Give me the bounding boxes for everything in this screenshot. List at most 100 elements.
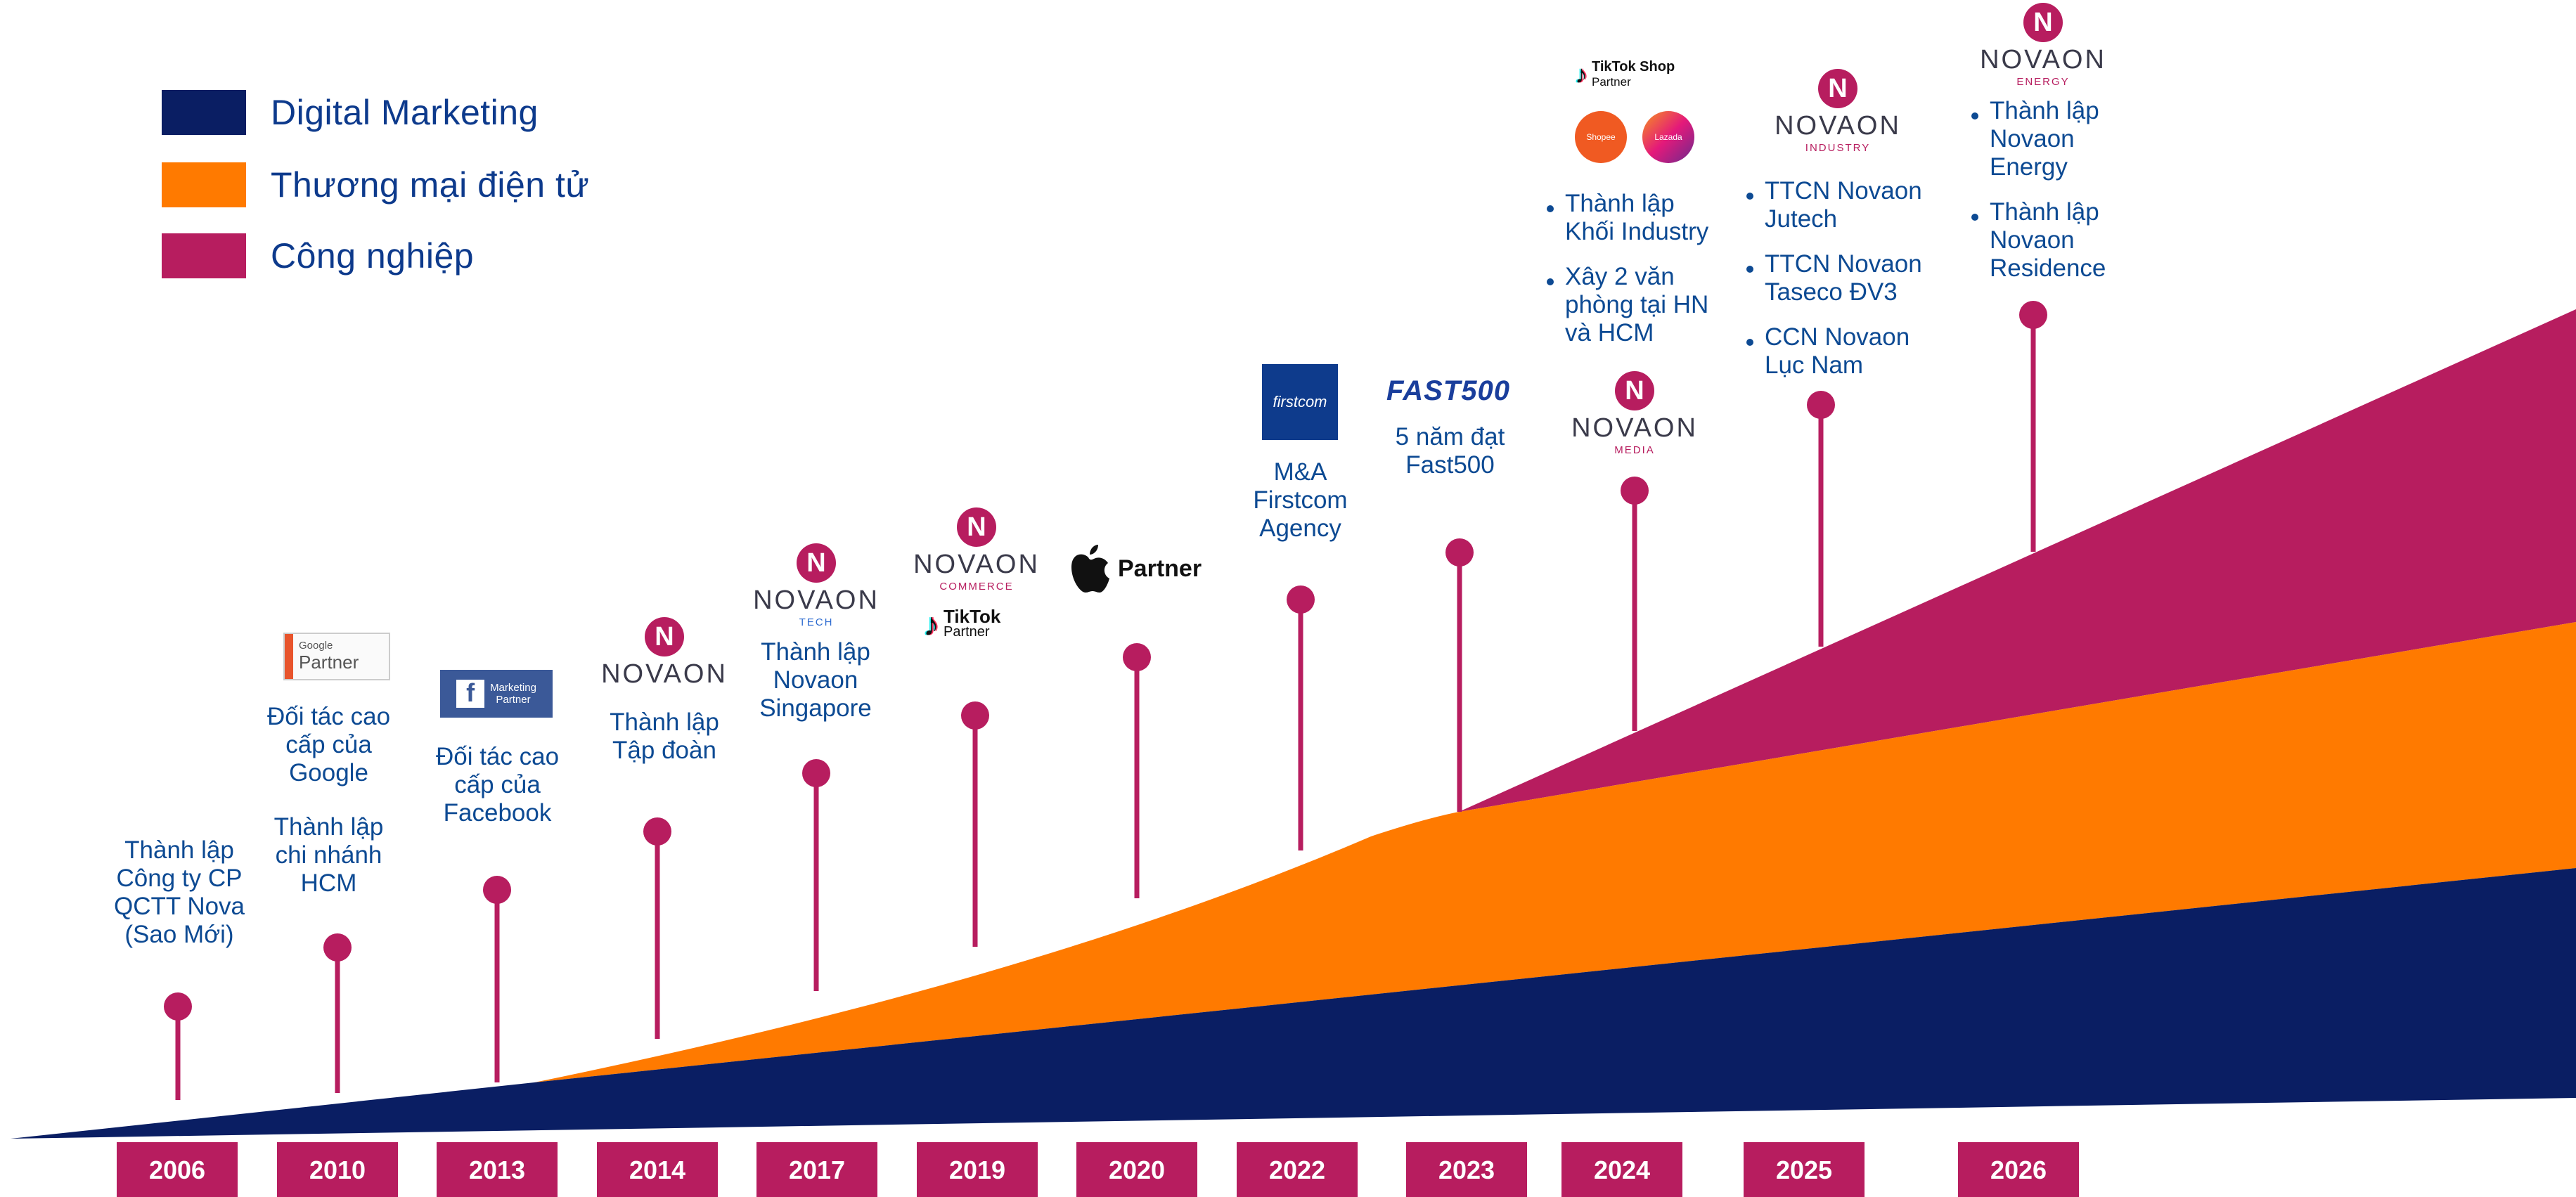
legend-swatch <box>162 90 246 135</box>
pin-dot-2024 <box>1621 477 1649 505</box>
legend-swatch <box>162 162 246 207</box>
tiktok-icon: ♪ <box>1575 60 1588 89</box>
caption-2010-hcm: Thành lập chi nhánh HCM <box>273 813 384 897</box>
novaon-energy-label: ENERGY <box>2016 76 2070 88</box>
bullet-2025-1: TTCN Novaon Jutech <box>1744 177 1922 233</box>
novaon-media-label: MEDIA <box>1614 444 1655 456</box>
pin-dot-2010 <box>323 933 352 962</box>
pin-dot-2026 <box>2019 301 2047 329</box>
pin-dot-2017 <box>802 759 830 787</box>
caption-2022: M&A Firstcom Agency <box>1253 458 1348 542</box>
year-badge-2019: 2019 <box>917 1142 1038 1197</box>
year-badge-2020: 2020 <box>1076 1142 1197 1197</box>
tiktok-word: TikTok <box>944 606 1001 627</box>
pin-dot-2025 <box>1807 391 1835 419</box>
year-badge-2023: 2023 <box>1406 1142 1527 1197</box>
novaon-energy-logo: N NOVAON ENERGY <box>1966 3 2120 88</box>
facebook-partner-text: Marketing Partner <box>490 682 536 706</box>
novaon-mark-icon: N <box>1818 69 1857 108</box>
caption-2010-google: Đối tác cao cấp của Google <box>266 703 391 787</box>
pin-dot-2019 <box>961 701 989 730</box>
bullet-2024-2: Xây 2 văn phòng tại HN và HCM <box>1544 263 1708 347</box>
year-badge-2017: 2017 <box>756 1142 877 1197</box>
google-partner-logo: Google Partner <box>283 633 390 680</box>
year-badge-2006: 2006 <box>117 1142 238 1197</box>
facebook-icon: f <box>456 678 485 708</box>
year-badge-2010: 2010 <box>277 1142 398 1197</box>
year-badge-2025: 2025 <box>1744 1142 1865 1197</box>
novaon-commerce-logo: N NOVAON COMMERCE <box>899 507 1054 593</box>
legend-item-industry: Công nghiệp <box>162 233 474 278</box>
legend-label: Digital Marketing <box>271 93 539 132</box>
pin-dot-2020 <box>1123 643 1151 671</box>
lazada-logo: Lazada <box>1642 111 1694 163</box>
novaon-wordmark: NOVAON <box>1980 45 2106 75</box>
apple-partner-word: Partner <box>1118 555 1202 582</box>
novaon-wordmark: NOVAON <box>753 585 880 615</box>
novaon-wordmark: NOVAON <box>601 659 728 689</box>
novaon-tech-label: TECH <box>799 616 834 628</box>
fast500-logo: FAST500 <box>1378 375 1519 407</box>
apple-partner-logo: Partner <box>1067 543 1202 594</box>
novaon-wordmark: NOVAON <box>1775 111 1901 141</box>
novaon-wordmark: NOVAON <box>913 550 1040 579</box>
novaon-mark-icon: N <box>645 617 684 656</box>
year-badge-2022: 2022 <box>1237 1142 1358 1197</box>
pin-dot-2022 <box>1287 585 1315 614</box>
digital-marketing-band <box>11 868 2576 1139</box>
partner-word: Partner <box>299 652 359 673</box>
google-word: Google <box>299 640 333 652</box>
pin-dot-2006 <box>164 992 192 1021</box>
bullets-2026: Thành lập Novaon Energy Thành lập Novaon… <box>1969 97 2106 299</box>
legend-label: Thương mại điện tử <box>271 165 590 205</box>
tiktok-icon: ♪ <box>923 606 939 642</box>
google-partner-text: Google Partner <box>293 634 389 679</box>
google-partner-bar <box>285 634 293 679</box>
tiktok-shop-word: TikTok Shop <box>1592 59 1675 75</box>
year-badge-2013: 2013 <box>437 1142 558 1197</box>
pin-dot-2014 <box>643 817 671 846</box>
novaon-mark-icon: N <box>1615 371 1654 410</box>
year-badge-2024: 2024 <box>1561 1142 1682 1197</box>
fast500-wordmark: FAST500 <box>1386 375 1510 406</box>
tiktok-partner-logo: ♪ TikTok Partner <box>923 606 1001 642</box>
novaon-wordmark: NOVAON <box>1571 413 1698 443</box>
bullets-2024: Thành lập Khối Industry Xây 2 văn phòng … <box>1544 190 1708 364</box>
novaon-industry-label: INDUSTRY <box>1805 142 1871 154</box>
bullet-2026-2: Thành lập Novaon Residence <box>1969 198 2106 283</box>
pin-dot-2013 <box>483 876 511 904</box>
caption-2013: Đối tác cao cấp của Facebook <box>435 743 560 827</box>
caption-2023: 5 năm đạt Fast500 <box>1395 423 1505 479</box>
apple-icon <box>1071 545 1109 593</box>
novaon-mark-icon: N <box>957 507 996 547</box>
facebook-partner-logo: f Marketing Partner <box>440 670 553 718</box>
timeline-pins <box>164 301 2047 1100</box>
novaon-tech-logo: N NOVAON TECH <box>739 543 894 628</box>
bullet-2026-1: Thành lập Novaon Energy <box>1969 97 2106 181</box>
year-badge-2014: 2014 <box>597 1142 718 1197</box>
novaon-group-logo: N NOVAON <box>587 617 742 690</box>
novaon-mark-icon: N <box>2023 3 2063 42</box>
novaon-commerce-label: COMMERCE <box>939 581 1014 593</box>
tiktok-shop-partner-word: Partner <box>1592 75 1631 89</box>
novaon-mark-icon: N <box>797 543 836 583</box>
bullet-2025-2: TTCN Novaon Taseco ĐV3 <box>1744 250 1922 306</box>
novaon-media-logo: N NOVAON MEDIA <box>1557 371 1712 456</box>
caption-2014: Thành lập Tập đoàn <box>610 709 719 764</box>
tiktok-partner-word: Partner <box>944 624 990 640</box>
legend-item-ecommerce: Thương mại điện tử <box>162 162 589 207</box>
tiktok-shop-text: TikTok Shop Partner <box>1592 59 1675 90</box>
novaon-industry-logo: N NOVAON INDUSTRY <box>1760 69 1915 154</box>
industry-band <box>1459 309 2576 812</box>
tiktok-partner-text: TikTok Partner <box>944 606 1001 640</box>
pin-dot-2023 <box>1445 538 1474 567</box>
caption-2006: Thành lập Công ty CP QCTT Nova (Sao Mới) <box>113 836 245 948</box>
legend-item-digital-marketing: Digital Marketing <box>162 90 539 135</box>
tiktok-shop-partner-logo: ♪ TikTok Shop Partner <box>1575 59 1675 90</box>
shopee-logo: Shopee <box>1575 111 1627 163</box>
bullets-2025: TTCN Novaon Jutech TTCN Novaon Taseco ĐV… <box>1744 177 1922 396</box>
firstcom-logo: firstcom <box>1262 364 1338 440</box>
legend-swatch <box>162 233 246 278</box>
